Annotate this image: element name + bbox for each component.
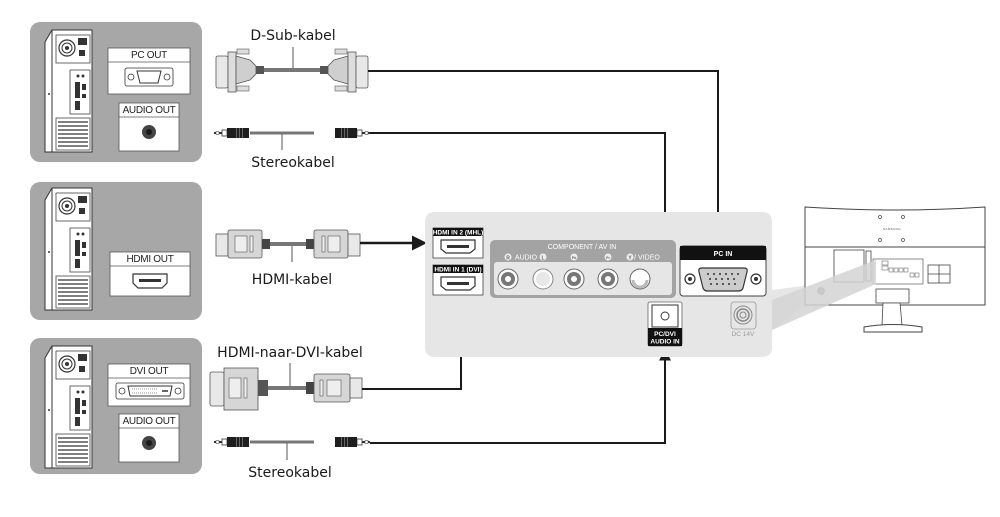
hdmi-cable-icon [215,229,361,259]
pc-panel-hdmi: HDMI OUT [30,182,202,320]
audio-label: AUDIO [515,255,538,262]
dsub-cable-line [368,70,724,246]
vga-cable-icon [215,48,369,93]
stereo-cable-1: Stereokabel [213,127,371,171]
audio-out-port: AUDIO OUT [118,413,180,463]
rca-jack-audio-r[interactable] [497,268,519,290]
hdmi-in-2-port[interactable]: HDMI IN 2 (MHL) [432,227,484,259]
hdmi-dvi-cable-label: HDMI-naar-DVI-kabel [217,345,363,361]
dc-label: DC 14V [732,331,755,338]
stereo-cable-label: Stereokabel [248,465,331,481]
dvi-out-port: DVI OUT [107,363,191,407]
hdmi-in-1-port[interactable]: HDMI IN 1 (DVI) [432,264,484,296]
audio-out-port: AUDIO OUT [118,102,180,152]
hdmi-in-1-label: HDMI IN 1 (DVI) [434,267,481,274]
zoom-callout-beam [772,260,876,330]
pc-out-label: PC OUT [131,50,167,61]
pc-tower-icon [44,345,93,469]
hdmi-out-port: HDMI OUT [109,251,191,297]
audio-r-badge: R [506,256,510,262]
monitor-brand-logo: SAMSUNG [883,227,901,231]
dc-power-port[interactable]: DC 14V [730,301,757,338]
hdmi-cable-label: HDMI-kabel [252,272,332,288]
hdmi-port-icon [132,273,168,289]
rca-jack-pr[interactable] [597,268,619,290]
audio-jack-icon [142,125,156,139]
audio-jack-icon [142,436,156,450]
dvi-out-label: DVI OUT [130,366,169,377]
hdmi-port-icon [440,276,476,291]
pc-dvi-audio-in-label-line1: PC/DVI [654,331,676,338]
dsub-cable-label: D-Sub-kabel [250,28,335,44]
pc-tower-icon [44,29,93,153]
hdmi-cable: HDMI-kabel [215,229,361,288]
stereo-cable-2-line [370,348,671,444]
stereo-cable-icon [213,127,371,139]
rca-jack-audio-l[interactable] [532,268,554,290]
audio-out-label: AUDIO OUT [123,105,176,116]
pc-dvi-audio-in-label-line2: AUDIO IN [650,339,680,346]
hdmi-port-icon [440,239,476,254]
pc-tower-icon [44,187,93,311]
monitor-rear-view: SAMSUNG [804,206,986,333]
vga-port-icon [124,67,174,87]
hdmi-dvi-cable-icon [209,367,363,411]
rca-jack-video[interactable] [629,268,651,290]
dvi-port-icon [115,382,185,400]
stereo-cable-icon [213,436,371,448]
audio-l-badge: L [541,256,544,262]
hdmi-in-2-label: HDMI IN 2 (MHL) [433,230,484,237]
hdmi-out-label: HDMI OUT [126,254,173,265]
dsub-cable: D-Sub-kabel [215,28,369,93]
video-label: / VIDEO [634,255,660,262]
monitor-port-panel: HDMI IN 2 (MHL) HDMI IN 1 (DVI) COMPONEN… [425,212,812,357]
stereo-cable-label: Stereokabel [251,155,334,171]
pc-in-port[interactable]: PC IN [679,245,767,297]
pr-badge: Pr [606,256,610,260]
y-badge: Y [628,256,632,262]
pb-badge: Pb [572,256,576,260]
vga-port-icon [684,267,762,292]
pc-out-port: PC OUT [107,47,191,95]
audio-out-label: AUDIO OUT [123,416,176,427]
pc-in-label: PC IN [714,251,733,258]
component-av-in-label: COMPONENT / AV IN [548,244,617,251]
pc-dvi-audio-in-port[interactable]: PC/DVI AUDIO IN [647,301,683,347]
pc-panel-dsub: PC OUT AUDIO OUT [30,22,202,162]
component-av-in-group: COMPONENT / AV IN R AUDIO L Pb Pr Y / VI… [490,240,676,298]
pc-panel-dvi: DVI OUT AUDIO OUT [30,338,202,474]
stereo-cable-2: Stereokabel [213,436,371,481]
rca-jack-pb[interactable] [563,268,585,290]
hdmi-dvi-cable: HDMI-naar-DVI-kabel [209,345,363,411]
